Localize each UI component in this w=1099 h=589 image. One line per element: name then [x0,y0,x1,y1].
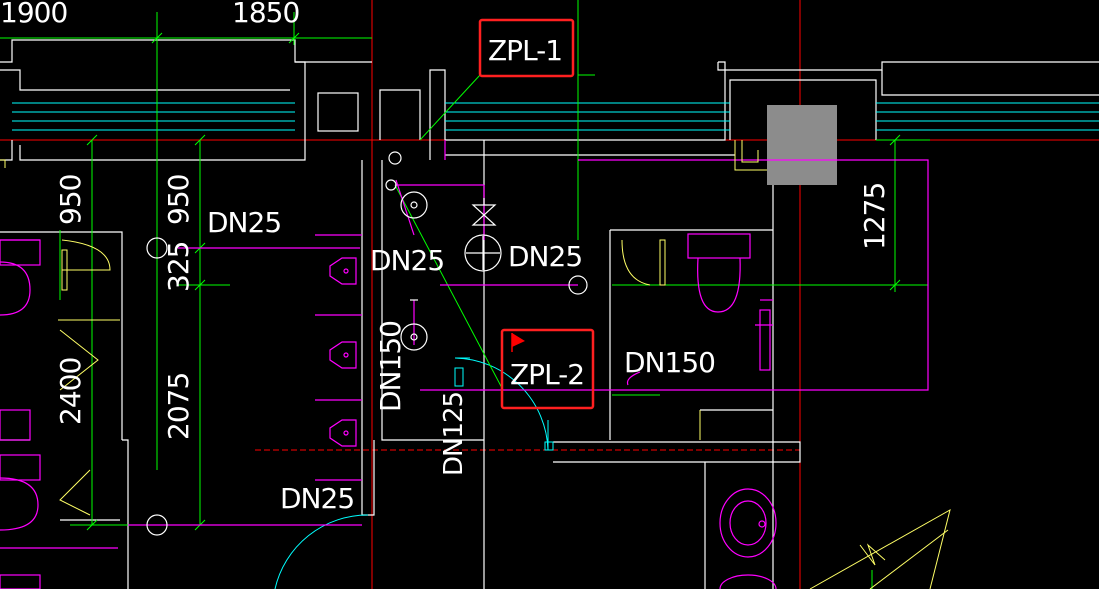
riser-node-icon [146,237,168,259]
dim-325: 325 [162,242,195,292]
pipe-label-dn125: DN125 [439,392,469,476]
zpl2-highlight [500,328,595,410]
flag-icon [512,333,525,347]
pipe-label-dn25-mid: DN25 [370,244,444,277]
valve-icon [471,204,497,226]
pipe-riser-zpl1-icon [388,151,402,165]
pipe-label-dn150-right: DN150 [624,346,715,379]
highlight-boxes [478,18,595,410]
water-meter-icon [464,234,502,272]
plumbing-lines [0,140,929,589]
pipe-label-dn150-vertical: DN150 [374,321,407,412]
dim-950-b: 950 [162,175,195,225]
dim-2075: 2075 [162,373,195,440]
wall-lines [0,39,1099,589]
dimension-lines [0,0,930,589]
pipe-label-dn25-bottom: DN25 [280,482,354,515]
window-lines [12,102,1099,589]
dim-950-a: 950 [54,175,87,225]
zpl1-highlight [478,18,575,78]
pipe-label-dn25-top: DN25 [207,206,281,239]
dim-2400: 2400 [54,358,87,425]
fixture-symbols[interactable] [146,151,588,536]
structural-column[interactable] [767,105,837,185]
pipe-label-dn25-valve: DN25 [508,240,582,273]
tag-zpl-2[interactable]: ZPL-2 [510,358,585,391]
dim-1275: 1275 [858,183,891,250]
floor-drain-icon [400,191,428,219]
dim-1850: 1850 [232,0,299,29]
tag-zpl-1[interactable]: ZPL-1 [488,34,563,67]
dim-1900: 1900 [0,0,67,29]
door-swings [0,140,951,589]
